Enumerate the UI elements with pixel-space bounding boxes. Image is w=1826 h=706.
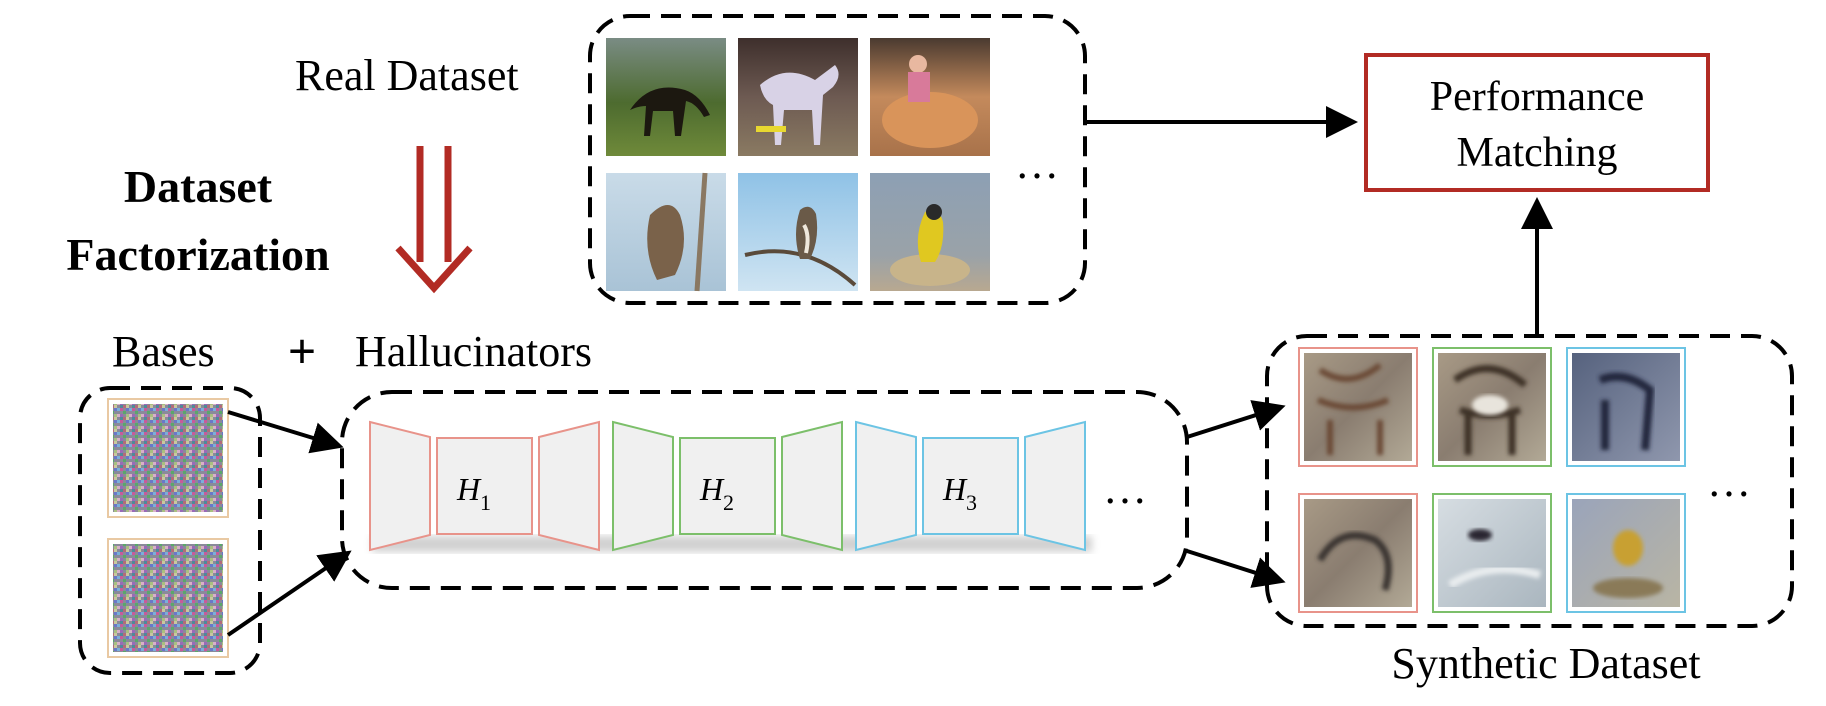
hallucinator-2-label: H2 bbox=[699, 471, 734, 515]
arrow-base2-to-hallucinators bbox=[226, 550, 352, 637]
bird-on-branch-photo bbox=[606, 172, 726, 292]
hallucinators-shadow bbox=[372, 536, 1092, 552]
arrow-hallucinators-to-synthetic-bottom bbox=[1186, 549, 1286, 588]
horse-grazing-photo bbox=[606, 38, 726, 156]
horse-standing-photo bbox=[738, 38, 858, 156]
real-dataset-ellipsis: … bbox=[1015, 139, 1059, 188]
bases-group bbox=[78, 386, 262, 675]
person-riding-horse-photo bbox=[870, 38, 990, 156]
performance-matching-box bbox=[1364, 53, 1710, 192]
hallucinator-blocks: H1 H2 H3 bbox=[369, 420, 1086, 552]
performance-matching-label-line2: Matching bbox=[1457, 130, 1618, 176]
dataset-factorization-label-line2: Factorization bbox=[66, 229, 329, 280]
synthetic-dataset-label: Synthetic Dataset bbox=[1391, 639, 1700, 688]
real-image-grid bbox=[606, 38, 990, 292]
hallucinators-group bbox=[340, 390, 1189, 590]
performance-matching-label-line1: Performance bbox=[1430, 74, 1645, 120]
synthetic-dataset-group bbox=[1265, 334, 1794, 628]
hallucinators-ellipsis: … bbox=[1103, 464, 1147, 513]
synthetic-horse-1 bbox=[1298, 347, 1418, 467]
hallucinator-3: H3 bbox=[855, 420, 1086, 552]
bird-perched-photo bbox=[738, 173, 858, 291]
bases-label: Bases bbox=[112, 327, 215, 376]
hallucinator-2: H2 bbox=[612, 420, 843, 552]
arrow-hallucinators-to-synthetic-top bbox=[1186, 400, 1286, 439]
hallucinator-1: H1 bbox=[369, 420, 600, 552]
synthetic-horse-3 bbox=[1566, 347, 1686, 467]
dataset-factorization-label-line1: Dataset bbox=[124, 161, 273, 212]
base-image-1 bbox=[107, 398, 229, 518]
factorization-double-arrow bbox=[395, 146, 473, 294]
arrow-base1-to-hallucinators bbox=[227, 410, 344, 454]
synthetic-bird-2 bbox=[1432, 493, 1552, 613]
synthetic-bird-3 bbox=[1566, 493, 1686, 613]
yellow-bird-photo bbox=[870, 173, 990, 291]
hallucinators-label: Hallucinators bbox=[355, 327, 592, 376]
synthetic-dataset-ellipsis: … bbox=[1707, 457, 1751, 506]
plus-sign: + bbox=[288, 323, 317, 379]
real-dataset-label: Real Dataset bbox=[295, 51, 519, 100]
base-image-2 bbox=[107, 538, 229, 658]
hallucinator-1-label: H1 bbox=[456, 471, 491, 515]
hallucinator-3-label: H3 bbox=[942, 471, 977, 515]
synthetic-image-grid bbox=[1298, 347, 1686, 613]
synthetic-bird-1 bbox=[1298, 493, 1418, 613]
synthetic-horse-2 bbox=[1432, 347, 1552, 467]
